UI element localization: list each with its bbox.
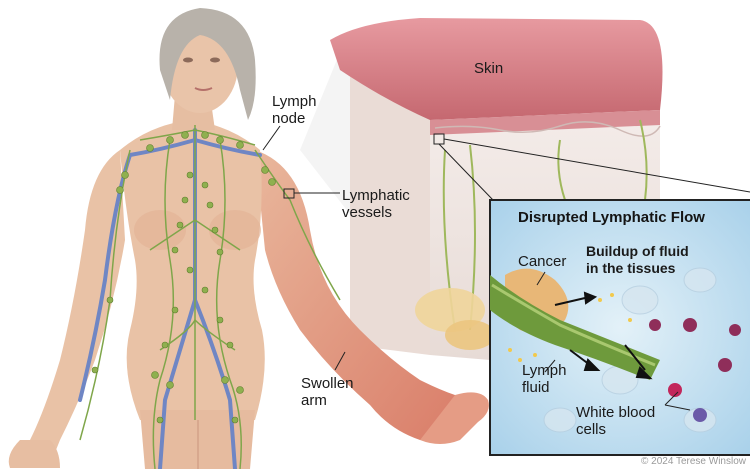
disrupted-flow-inset [489, 199, 750, 456]
inset-title: Disrupted Lymphatic Flow [518, 209, 705, 226]
white-blood-cells [649, 318, 741, 422]
skin-layer [330, 18, 663, 120]
label-lymphatic-vessels: Lymphatic vessels [342, 187, 410, 221]
label-lymph-fluid: Lymph fluid [522, 362, 567, 396]
tissue-block-face [350, 75, 430, 355]
skin-tissue-block [300, 18, 750, 360]
label-fluid-buildup: Buildup of fluid in the tissues [586, 243, 689, 276]
hair [159, 8, 256, 120]
copyright-text: © 2024 Terese Winslow [640, 456, 746, 467]
leader-lines [262, 125, 691, 411]
label-skin: Skin [474, 60, 504, 77]
human-figure [8, 8, 489, 469]
label-lymph-node: Lymph node [272, 93, 317, 127]
inset-lymph-vessel [490, 275, 660, 380]
label-white-blood-cells: White blood cells [576, 404, 656, 438]
left-arm [20, 150, 125, 465]
label-swollen-arm: Swollen arm [301, 375, 354, 409]
label-cancer: Cancer [518, 253, 567, 270]
lymph-nodes [91, 131, 276, 424]
